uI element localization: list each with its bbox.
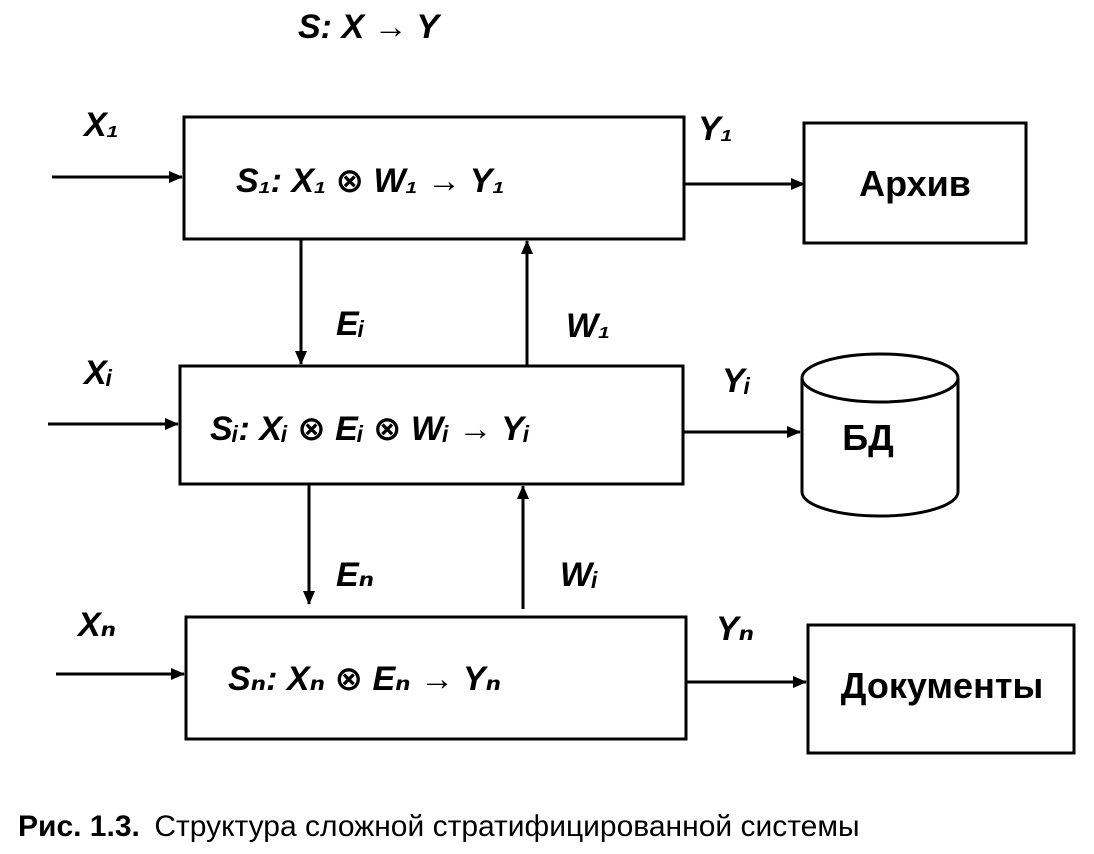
level-n-formula: Sₙ: Xₙ ⊗ Eₙ → Yₙ [228,660,501,698]
level-1-box [182,115,686,241]
level-i-formula: Sᵢ: Xᵢ ⊗ Eᵢ ⊗ Wᵢ → Yᵢ [210,410,530,448]
output-label-n: Yₙ [716,610,754,648]
documents-box [806,623,1076,755]
figure-caption-text: Структура сложной стратифицированной сис… [154,810,859,843]
figure-number: Рис. 1.3. [18,810,140,843]
figure-caption: Рис. 1.3. Структура сложной стратифициро… [18,810,860,843]
link-label-down-1-i: Eᵢ [336,305,365,343]
database-label: БД [842,417,894,458]
output-label-1: Y₁ [698,110,733,148]
archive-label: Архив [859,163,971,204]
documents-label: Документы [841,665,1043,706]
input-label-1: X₁ [82,106,119,144]
link-label-up-n-i: Wᵢ [560,556,598,594]
input-label-n: Xₙ [76,606,116,644]
level-n-box [184,615,688,741]
level-i-box [178,364,685,486]
level-1-formula: S₁: X₁ ⊗ W₁ → Y₁ [236,162,504,200]
archive-box [802,121,1028,245]
input-label-i: Xᵢ [82,354,113,392]
output-label-i: Yᵢ [722,362,751,400]
system-title: S: X → Y [298,8,442,46]
link-label-up-i-1: W₁ [566,307,610,345]
link-label-down-i-n: Eₙ [336,556,374,594]
database-cylinder [800,352,960,518]
